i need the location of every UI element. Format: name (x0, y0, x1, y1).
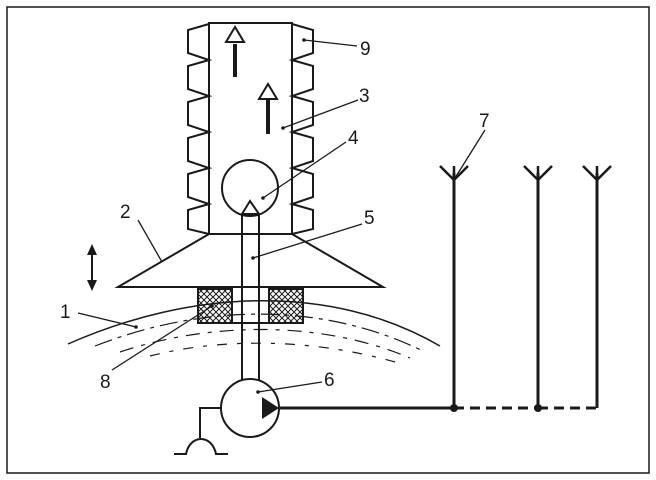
seal-ring (197, 288, 304, 324)
frame-border (6, 6, 650, 474)
pump (174, 378, 280, 455)
label-4: 4 (348, 128, 359, 149)
label-5: 5 (364, 208, 375, 229)
label-1: 1 (60, 302, 71, 323)
label-6: 6 (324, 370, 335, 391)
leader-lines (77, 39, 486, 393)
label-3: 3 (359, 86, 370, 107)
label-8: 8 (100, 372, 111, 393)
sprinkler-riser-1 (439, 165, 469, 408)
vertical-movement-arrow (87, 244, 97, 291)
label-2: 2 (120, 202, 131, 223)
leader-dots (134, 38, 306, 394)
label-7: 7 (479, 111, 490, 132)
sprinkler-riser-2 (523, 165, 553, 408)
sprinkler-riser-3 (582, 165, 612, 408)
upflow-arrow-large (224, 25, 246, 77)
corrugated-chimney (187, 22, 314, 235)
label-9: 9 (360, 39, 371, 60)
upflow-arrow-small (257, 82, 279, 134)
conical-hood (114, 233, 387, 288)
